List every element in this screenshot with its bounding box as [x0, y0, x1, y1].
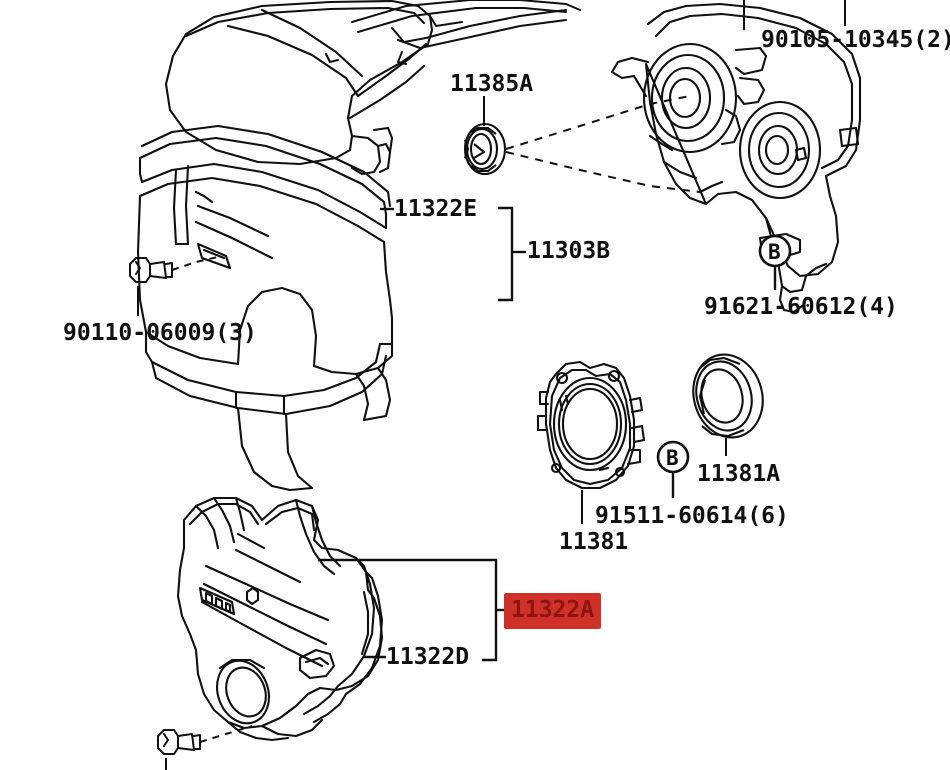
bracket-11303b: [498, 206, 526, 302]
label-timing-cover-no1[interactable]: 11322D: [386, 644, 470, 670]
label-idler-bolt[interactable]: 90105-10345(2): [761, 27, 950, 53]
cover-bolt-dashed-leader: [171, 255, 223, 271]
label-timing-cover-no2[interactable]: 11322E: [394, 196, 478, 222]
timing-cover-no1-art: [176, 496, 384, 742]
b-marker-upper-label: B: [768, 240, 781, 264]
cover-bolt-small-art: [129, 257, 173, 283]
label-cover-bolt-small[interactable]: 90110-06009(3): [63, 320, 257, 346]
rear-oil-seal-retainer-art: [536, 360, 646, 490]
label-crank-oil-seal-front[interactable]: 11385A: [450, 71, 534, 97]
b-marker-lower-label: B: [666, 446, 679, 470]
timing-cover-no2-art: [136, 124, 394, 492]
label-timing-cover-gasket[interactable]: 11303B: [527, 238, 611, 264]
b-marker-lower-icon: [656, 440, 690, 498]
label-rear-oil-seal-retainer[interactable]: 11381: [559, 529, 629, 555]
crank-oil-seal-front-art: [463, 122, 507, 176]
upper-gasket-rail-art: [351, 0, 581, 65]
label-bolt-91621[interactable]: 91621-60612(4): [704, 294, 898, 320]
label-rear-oil-seal[interactable]: 11381A: [697, 461, 781, 487]
cylinder-head-cover-art: [164, 0, 434, 176]
b-marker-upper-icon: [758, 234, 792, 290]
lower-cover-bolt-dashed-leader: [199, 725, 253, 743]
label-bolt-91511[interactable]: 91511-60614(6): [595, 503, 789, 529]
seal-alignment-dashed-lines: [505, 95, 701, 193]
label-timing-cover-assy[interactable]: 11322A: [505, 594, 601, 628]
lower-cover-bolt-art: [157, 729, 201, 755]
rear-oil-seal-art: [692, 353, 764, 439]
